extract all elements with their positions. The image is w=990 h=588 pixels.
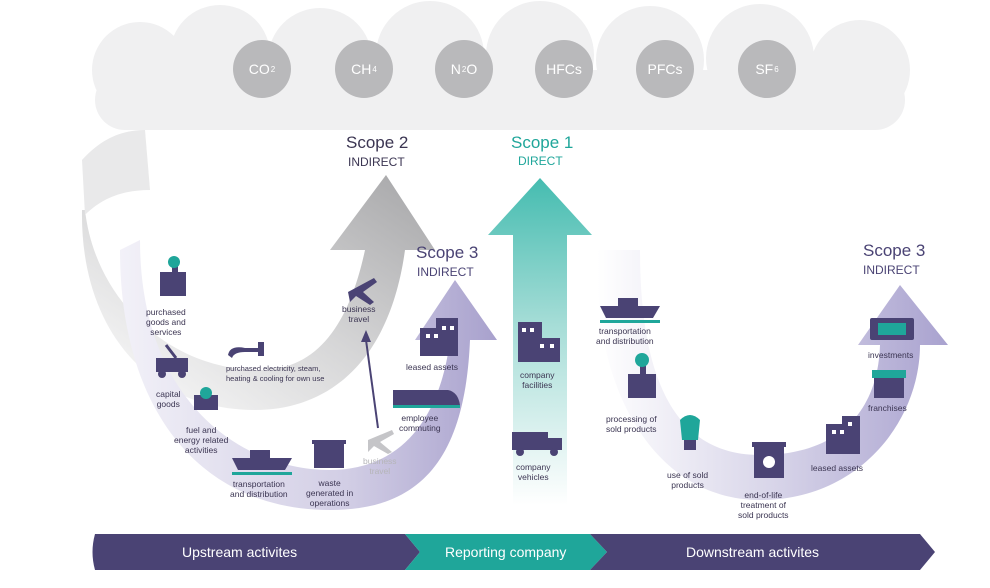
waste-bin-icon xyxy=(312,440,346,468)
label-purchased-goods: purchased goods and services xyxy=(146,307,186,337)
factory-icon xyxy=(160,256,186,296)
gas-pfcs: PFCs xyxy=(636,40,694,98)
light-bulb-icon xyxy=(680,415,700,450)
scope3-upstream-subtitle: INDIRECT xyxy=(417,265,474,279)
recycle-bin-icon xyxy=(752,442,786,478)
scope1-subtitle: DIRECT xyxy=(518,154,563,168)
bar-upstream-label: Upstream activites xyxy=(182,544,298,560)
label-end-of-life: end-of-life treatment of sold products xyxy=(738,490,789,520)
label-transport-downstream: transportation and distribution xyxy=(596,326,654,346)
company-building-icon xyxy=(518,322,560,362)
scope3-upstream-arrow xyxy=(120,240,497,510)
scope2-subtitle: INDIRECT xyxy=(348,155,405,169)
bar-downstream-label: Downstream activites xyxy=(686,544,820,560)
building-downstream-icon xyxy=(826,416,860,454)
label-company-facilities: company facilities xyxy=(520,370,555,390)
label-waste: waste generated in operations xyxy=(306,478,354,508)
label-business-travel: business travel xyxy=(342,304,376,324)
money-icon xyxy=(870,318,914,340)
scope2-title: Scope 2 xyxy=(346,133,409,152)
gas-hfcs: HFCs xyxy=(535,40,593,98)
label-leased-assets-upstream: leased assets xyxy=(406,362,458,372)
label-fuel-energy: fuel and energy related activities xyxy=(174,425,229,455)
plane-faded-icon xyxy=(368,430,394,454)
scope3-downstream-title: Scope 3 xyxy=(863,241,926,260)
plane-icon xyxy=(348,278,377,305)
label-company-vehicles: company vehicles xyxy=(516,462,551,482)
plug-icon xyxy=(228,342,264,358)
scope3-upstream-title: Scope 3 xyxy=(416,243,479,262)
bar-reporting-label: Reporting company xyxy=(445,544,567,560)
bottom-bar xyxy=(92,534,935,570)
label-franchises: franchises xyxy=(868,403,907,413)
processing-factory-icon xyxy=(628,353,656,398)
store-icon xyxy=(872,370,906,398)
fuel-cart-icon xyxy=(194,387,218,410)
scope3-downstream-subtitle: INDIRECT xyxy=(863,263,920,277)
label-transport-upstream: transportation and distribution xyxy=(230,479,288,499)
crane-truck-icon xyxy=(156,344,188,378)
building-icon xyxy=(420,318,458,356)
ship-downstream-icon xyxy=(600,298,660,323)
label-employee-commuting: employee commuting xyxy=(399,413,441,433)
train-icon xyxy=(393,390,460,408)
label-use-of-products: use of sold products xyxy=(667,470,709,490)
label-leased-assets-downstream: leased assets xyxy=(811,463,863,473)
label-business-travel-faded: business travel xyxy=(363,456,397,476)
ship-icon xyxy=(232,450,292,475)
label-processing: processing of sold products xyxy=(606,414,657,434)
label-investments: investments xyxy=(868,350,914,360)
scope1-title: Scope 1 xyxy=(511,133,574,152)
label-capital-goods: capital goods xyxy=(156,389,181,409)
label-electricity: purchased electricity, steam, heating & … xyxy=(226,364,325,383)
truck-icon xyxy=(512,432,562,456)
